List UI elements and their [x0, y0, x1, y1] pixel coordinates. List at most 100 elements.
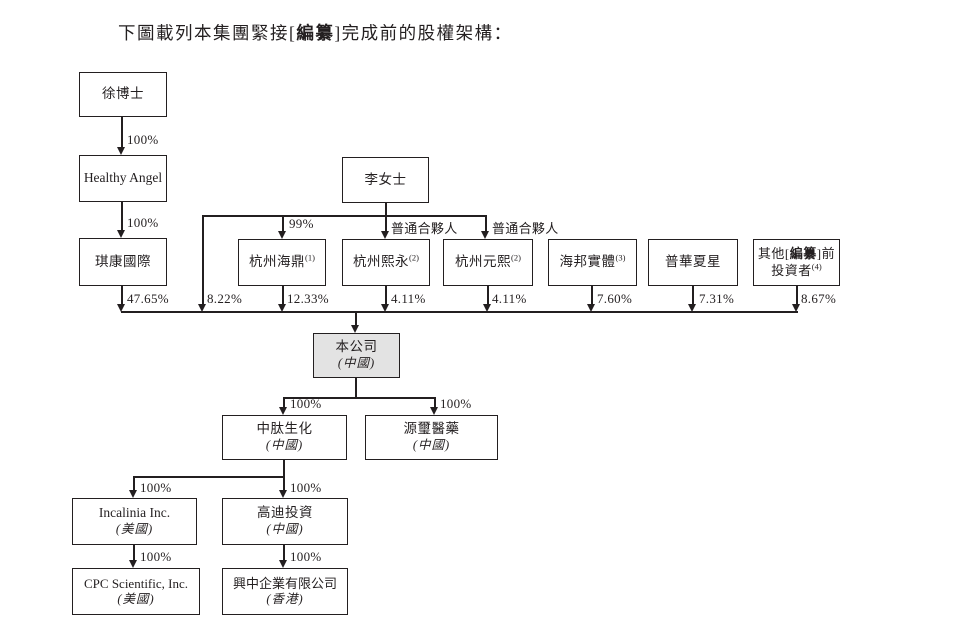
node-label: 源璽醫藥 [403, 421, 460, 437]
node-region: (香港) [266, 591, 304, 606]
node-cpc-scientific: CPC Scientific, Inc. (美國) [72, 568, 200, 615]
node-puhua-xiaxing: 普華夏星 [648, 239, 738, 286]
node-ms-li: 李女士 [342, 157, 429, 203]
edge-label-7-60pct: 7.60% [597, 291, 633, 306]
node-label: 普華夏星 [665, 254, 721, 270]
node-hangzhou-yuanxi: 杭州元熙(2) [443, 239, 533, 286]
arrowhead-down-icon [278, 231, 286, 239]
edge-line [487, 286, 489, 305]
arrowhead-down-icon [483, 304, 491, 312]
node-hangzhou-haiding: 杭州海鼎(1) [238, 239, 326, 286]
title-redacted-bold: 編纂 [296, 23, 335, 43]
arrowhead-down-icon [279, 560, 287, 568]
node-gaodi-investment: 高迪投資 (中國) [222, 498, 348, 545]
footnote-sup: (2) [409, 252, 419, 263]
edge-line [283, 476, 285, 491]
edge-label-100pct: 100% [127, 132, 159, 147]
node-healthy-angel: Healthy Angel [79, 155, 167, 202]
node-label: 徐博士 [102, 86, 144, 102]
node-label: 海邦實體(3) [559, 252, 626, 270]
title-prefix: 下圖載列本集團緊接[ [118, 23, 297, 43]
edge-line [283, 545, 285, 561]
node-haibang-entities: 海邦實體(3) [548, 239, 637, 286]
footnote-sup: (3) [615, 252, 626, 263]
edge-label-general-partner: 普通合夥人 [492, 221, 559, 236]
node-zhongtai-biochem: 中肽生化 (中國) [222, 415, 347, 460]
node-region: (美國) [117, 591, 155, 606]
footnote-sup: (1) [305, 252, 315, 263]
edge-line [134, 476, 285, 478]
edge-label-100pct: 100% [290, 549, 322, 564]
node-label: 中肽生化 [256, 421, 313, 437]
node-label-line2: 投資者(4) [771, 261, 822, 278]
edge-label-100pct: 100% [440, 396, 472, 411]
edge-line [202, 215, 204, 305]
edge-label-99pct: 99% [289, 216, 314, 231]
node-dr-xu: 徐博士 [79, 72, 167, 117]
node-label: 李女士 [364, 171, 407, 187]
arrowhead-down-icon [481, 231, 489, 239]
edge-label-general-partner: 普通合夥人 [391, 221, 458, 236]
edge-line [385, 203, 387, 232]
node-label: CPC Scientific, Inc. [84, 575, 188, 591]
node-region: (中國) [337, 356, 376, 371]
node-label: 興中企業有限公司 [232, 575, 337, 591]
arrowhead-down-icon [381, 304, 389, 312]
arrowhead-down-icon [792, 304, 800, 312]
footnote-sup: (2) [511, 252, 521, 263]
edge-line [591, 286, 593, 305]
edge-line [485, 215, 487, 232]
edge-label-4-11pct: 4.11% [391, 291, 426, 306]
edge-label-7-31pct: 7.31% [699, 291, 735, 306]
edge-line [283, 460, 285, 477]
edge-line [283, 397, 285, 408]
edge-line [121, 286, 123, 305]
edge-line [434, 397, 436, 408]
arrowhead-down-icon [688, 304, 696, 312]
edge-label-100pct: 100% [140, 480, 172, 495]
edge-line [385, 286, 387, 305]
edge-line [355, 311, 357, 326]
node-label: 杭州熙永(2) [353, 252, 419, 270]
node-region: (中國) [412, 438, 451, 453]
diagram-title: 下圖載列本集團緊接[編纂]完成前的股權架構： [118, 20, 513, 45]
node-region: (中國) [266, 522, 304, 537]
node-hangzhou-xiyong: 杭州熙永(2) [342, 239, 430, 286]
node-label: 本公司 [335, 339, 378, 355]
edge-line [282, 286, 284, 305]
node-label: 琪康國際 [95, 253, 151, 269]
node-other-pre-investors: 其他[編纂]前 投資者(4) [753, 239, 840, 286]
node-incalinia: Incalinia Inc. (美國) [72, 498, 197, 545]
edge-line [133, 476, 135, 491]
arrowhead-down-icon [279, 407, 287, 415]
edge-label-100pct: 100% [290, 480, 322, 495]
edge-label-8-67pct: 8.67% [801, 291, 837, 306]
arrowhead-down-icon [279, 490, 287, 498]
edge-line [692, 286, 694, 305]
edge-line [121, 117, 123, 148]
edge-line [355, 378, 357, 398]
edge-label-100pct: 100% [290, 396, 322, 411]
node-label: Healthy Angel [83, 170, 163, 186]
node-label-line1: 其他[編纂]前 [757, 246, 836, 262]
node-label: Incalinia Inc. [98, 505, 171, 521]
edge-line [282, 215, 284, 232]
edge-line-bus [121, 311, 798, 313]
edge-label-8-22pct: 8.22% [207, 291, 243, 306]
edge-label-47-65pct: 47.65% [127, 291, 169, 306]
node-label: 杭州海鼎(1) [249, 252, 315, 270]
arrowhead-down-icon [278, 304, 286, 312]
arrowhead-down-icon [129, 490, 137, 498]
node-label: 高迪投資 [257, 505, 313, 521]
arrowhead-down-icon [117, 230, 125, 238]
node-yuanxi-pharma: 源璽醫藥 (中國) [365, 415, 498, 460]
edge-label-4-11pct: 4.11% [492, 291, 527, 306]
node-qikang-international: 琪康國際 [79, 238, 167, 286]
node-region: (美國) [115, 522, 154, 537]
edge-label-12-33pct: 12.33% [287, 291, 329, 306]
node-the-company: 本公司 (中國) [313, 333, 400, 378]
node-xingzhong-enterprises: 興中企業有限公司 (香港) [222, 568, 348, 615]
node-region: (中國) [265, 438, 304, 453]
footnote-sup: (4) [811, 261, 822, 272]
